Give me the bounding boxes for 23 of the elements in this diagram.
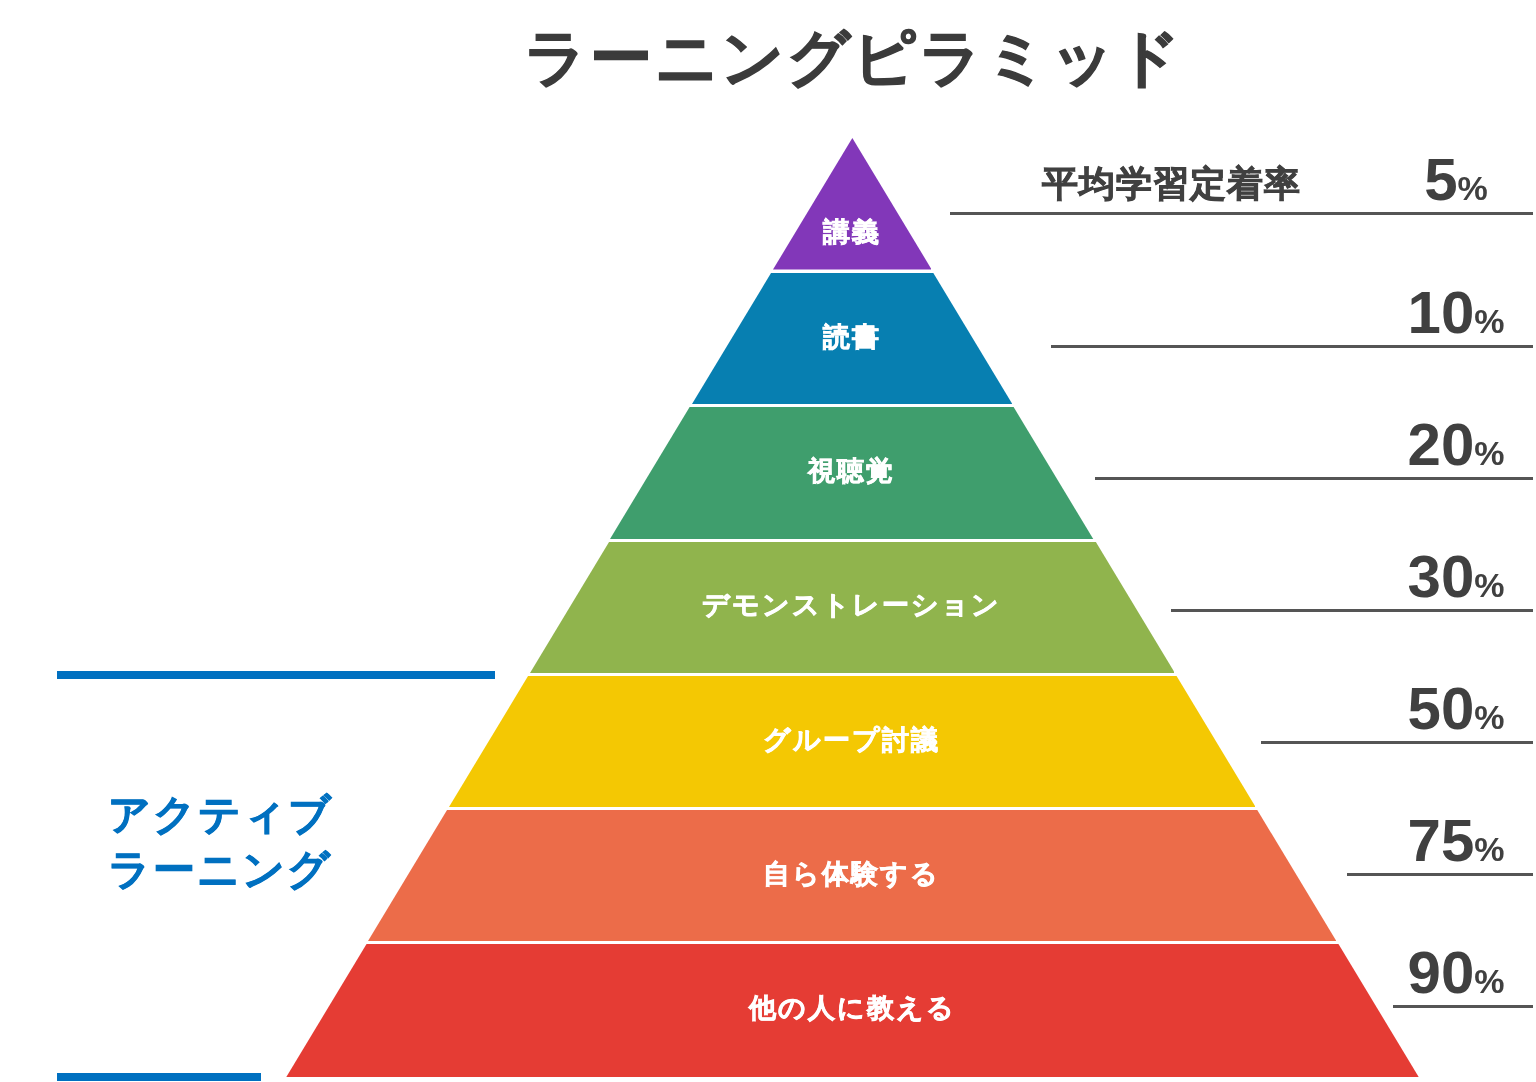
percentage-value: 10% xyxy=(1407,291,1505,343)
band-label: デモンストレーション xyxy=(702,589,1002,621)
pyramid-band xyxy=(610,406,1094,539)
pyramid-band xyxy=(448,675,1256,807)
column-heading: 平均学習定着率 xyxy=(1041,164,1301,204)
band-label: グループ討議 xyxy=(763,724,941,756)
percentage-value: 90% xyxy=(1407,951,1505,1003)
title: ラーニングピラミッド xyxy=(523,27,1183,89)
pyramid-band xyxy=(772,138,932,270)
band-label: 視聴覚 xyxy=(808,455,896,487)
pyramid-band xyxy=(691,272,1013,404)
percentage-value: 50% xyxy=(1407,687,1505,739)
band-label: 読書 xyxy=(823,321,881,353)
bracket-label: アクティブラーニング xyxy=(108,789,334,896)
percentage-value: 30% xyxy=(1407,555,1505,607)
percentage-value: 75% xyxy=(1407,819,1505,871)
band-label: 他の人に教える xyxy=(748,992,956,1024)
pyramid-band xyxy=(367,809,1337,941)
percentage-value: 20% xyxy=(1407,423,1505,475)
band-label: 講義 xyxy=(823,216,881,248)
band-label: 自ら体験する xyxy=(763,858,941,890)
percentage-value: 5% xyxy=(1424,158,1488,210)
pyramid-band xyxy=(529,541,1175,673)
